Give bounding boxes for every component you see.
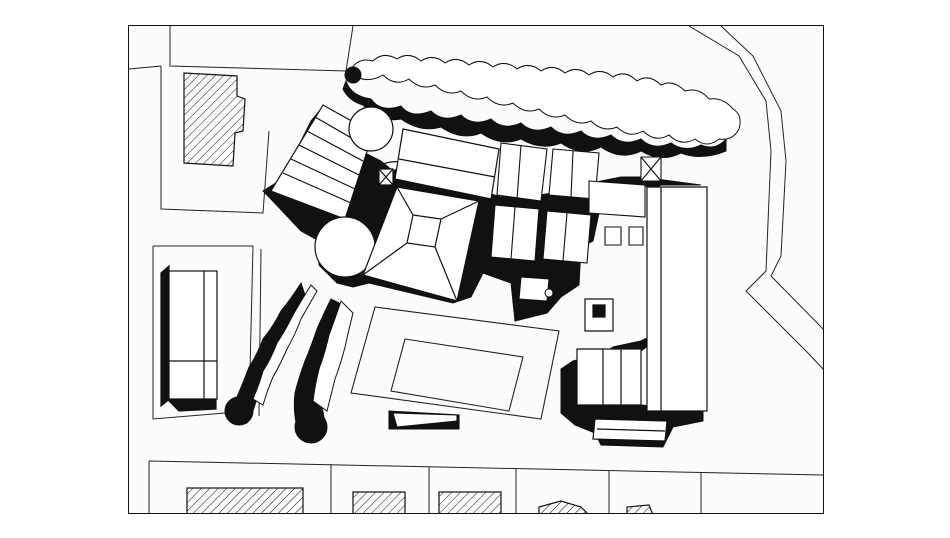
east-building <box>576 186 708 442</box>
pyramid-roof <box>362 161 482 302</box>
pavilions <box>490 142 662 302</box>
striped-wing <box>270 104 394 220</box>
long-bar-building <box>394 128 500 200</box>
site-plan-drawing <box>129 26 823 513</box>
neighbour-buildings <box>183 72 653 513</box>
tree-row-north <box>342 55 741 158</box>
wedge-block <box>388 410 460 430</box>
plaza-outlines <box>350 306 560 420</box>
tree-rows-diagonal <box>224 66 362 444</box>
site-plan-frame <box>128 25 824 514</box>
west-building <box>160 264 218 412</box>
